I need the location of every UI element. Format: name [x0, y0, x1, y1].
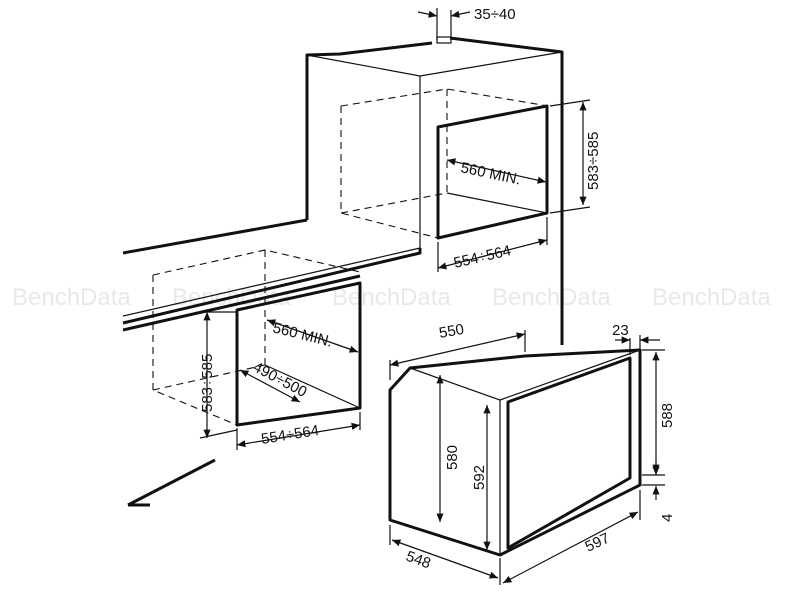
dim-bottom-gap: 4: [659, 514, 676, 522]
dim-upper-niche-width: 554÷564: [452, 242, 513, 272]
dim-vent-gap: 35÷40: [474, 6, 516, 23]
lower-niche: [127, 249, 362, 507]
dim-lower-niche-width: 554÷564: [260, 422, 320, 448]
dim-lower-niche-depth: 560 MIN.: [271, 319, 334, 350]
vent-slot: [436, 36, 452, 44]
dim-body-height: 580: [444, 445, 461, 470]
dim-door-height: 588: [659, 403, 676, 428]
worktop: [122, 218, 422, 332]
watermark: BenchData: [332, 284, 451, 311]
dim-lower-niche-height: 583÷585: [199, 354, 216, 412]
dim-front-width: 597: [583, 530, 613, 556]
watermark: BenchData: [492, 284, 611, 311]
column-cabinet: [305, 36, 564, 345]
dim-upper-niche-height: 583÷585: [585, 132, 602, 190]
dim-front-height: 592: [471, 465, 488, 490]
dim-door-thickness: 23: [612, 322, 629, 339]
oven: [388, 348, 642, 557]
watermark: BenchData: [652, 284, 771, 311]
watermark: BenchData: [12, 284, 131, 311]
dim-oven-depth: 550: [438, 321, 466, 342]
upper-niche: [340, 88, 549, 240]
dim-upper-niche-depth: 560 MIN.: [459, 159, 522, 188]
dim-body-depth: 548: [404, 548, 433, 573]
dimension-lines: [199, 8, 665, 585]
watermark-row: BenchData BenchData BenchData BenchData …: [12, 284, 771, 311]
